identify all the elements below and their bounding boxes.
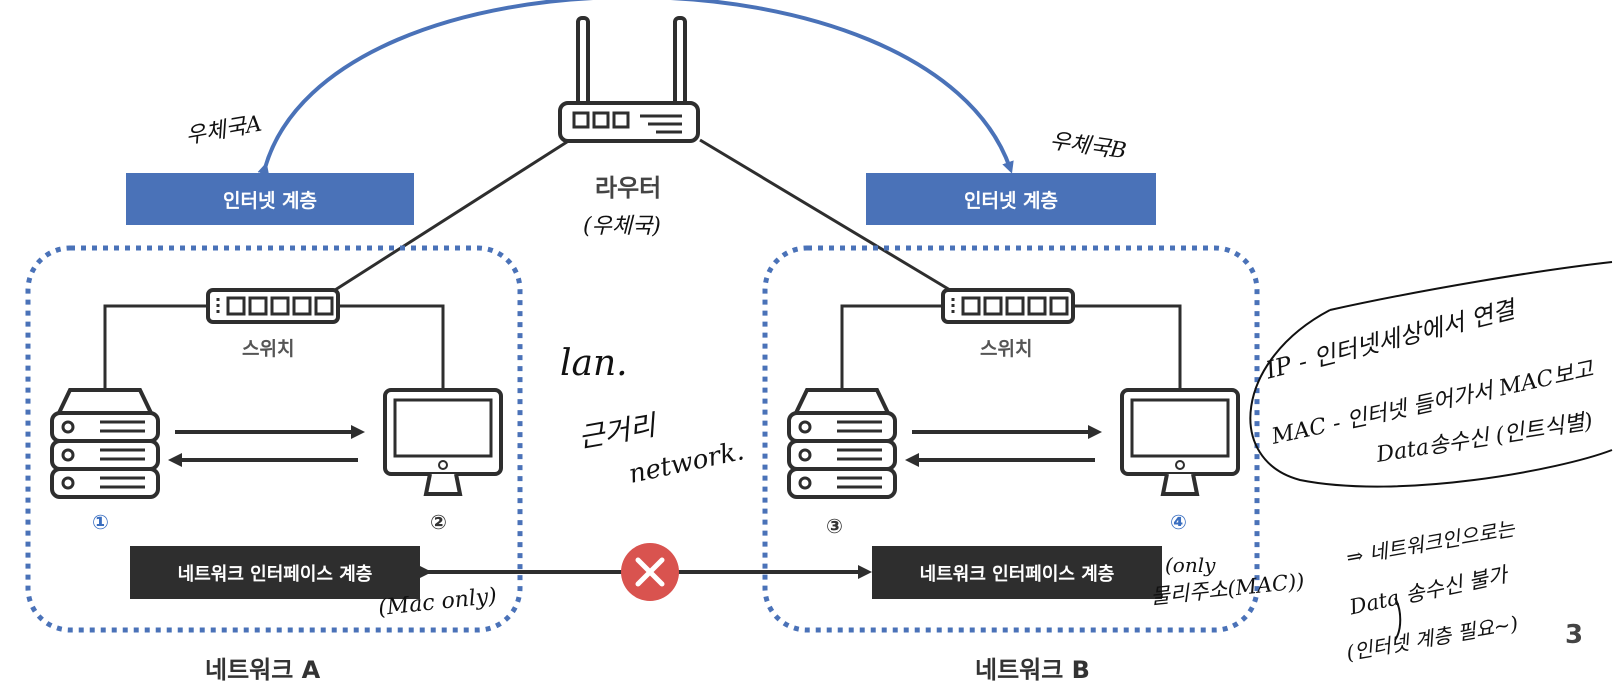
- internet-layer-a-label: 인터넷 계층: [222, 189, 317, 212]
- lan-note: lan.: [560, 343, 628, 384]
- nic-layer-b: 네트워크 인터페이스 계층: [872, 546, 1162, 599]
- nic-layer-a: 네트워크 인터페이스 계층: [130, 546, 420, 599]
- router-label: 라우터: [595, 174, 662, 202]
- blocked-icon: [621, 543, 679, 601]
- internet-layer-b-label: 인터넷 계층: [963, 189, 1058, 212]
- internet-layer-b: 인터넷 계층: [866, 173, 1156, 225]
- handwritten-paren-close: [1394, 597, 1402, 641]
- handwritten-bracket: [1249, 309, 1613, 488]
- nic-layer-a-label: 네트워크 인터페이스 계층: [177, 563, 373, 585]
- router-note: (우체국): [583, 214, 661, 239]
- switch-icon-b: [840, 288, 1182, 390]
- server-icon-b: [787, 388, 897, 499]
- node-1-label: ①: [92, 510, 109, 534]
- internet-layer-a: 인터넷 계층: [126, 173, 414, 225]
- switch-icon-a: [103, 288, 445, 390]
- router-link-a: [334, 138, 571, 292]
- page-number: 3: [1565, 620, 1584, 650]
- monitor-icon-b: [1120, 388, 1240, 496]
- node-4-label: ④: [1170, 510, 1187, 534]
- router-link-b: [699, 138, 951, 292]
- node-2-label: ②: [430, 510, 447, 534]
- server-icon-a: [50, 388, 160, 499]
- nic-layer-b-label: 네트워크 인터페이스 계층: [919, 563, 1115, 585]
- network-b-name: 네트워크 B: [975, 656, 1090, 684]
- node-3-label: ③: [826, 514, 843, 538]
- mac-only-note-b-1: (only: [1165, 553, 1216, 577]
- handwritten-bracket-top: [1329, 261, 1613, 311]
- internet-route-arrow: [257, 0, 1014, 176]
- switch-label-a: 스위치: [242, 338, 295, 360]
- router-icon: [558, 16, 700, 143]
- switch-label-b: 스위치: [980, 338, 1033, 360]
- monitor-icon-a: [383, 388, 503, 496]
- network-a-name: 네트워크 A: [205, 656, 321, 684]
